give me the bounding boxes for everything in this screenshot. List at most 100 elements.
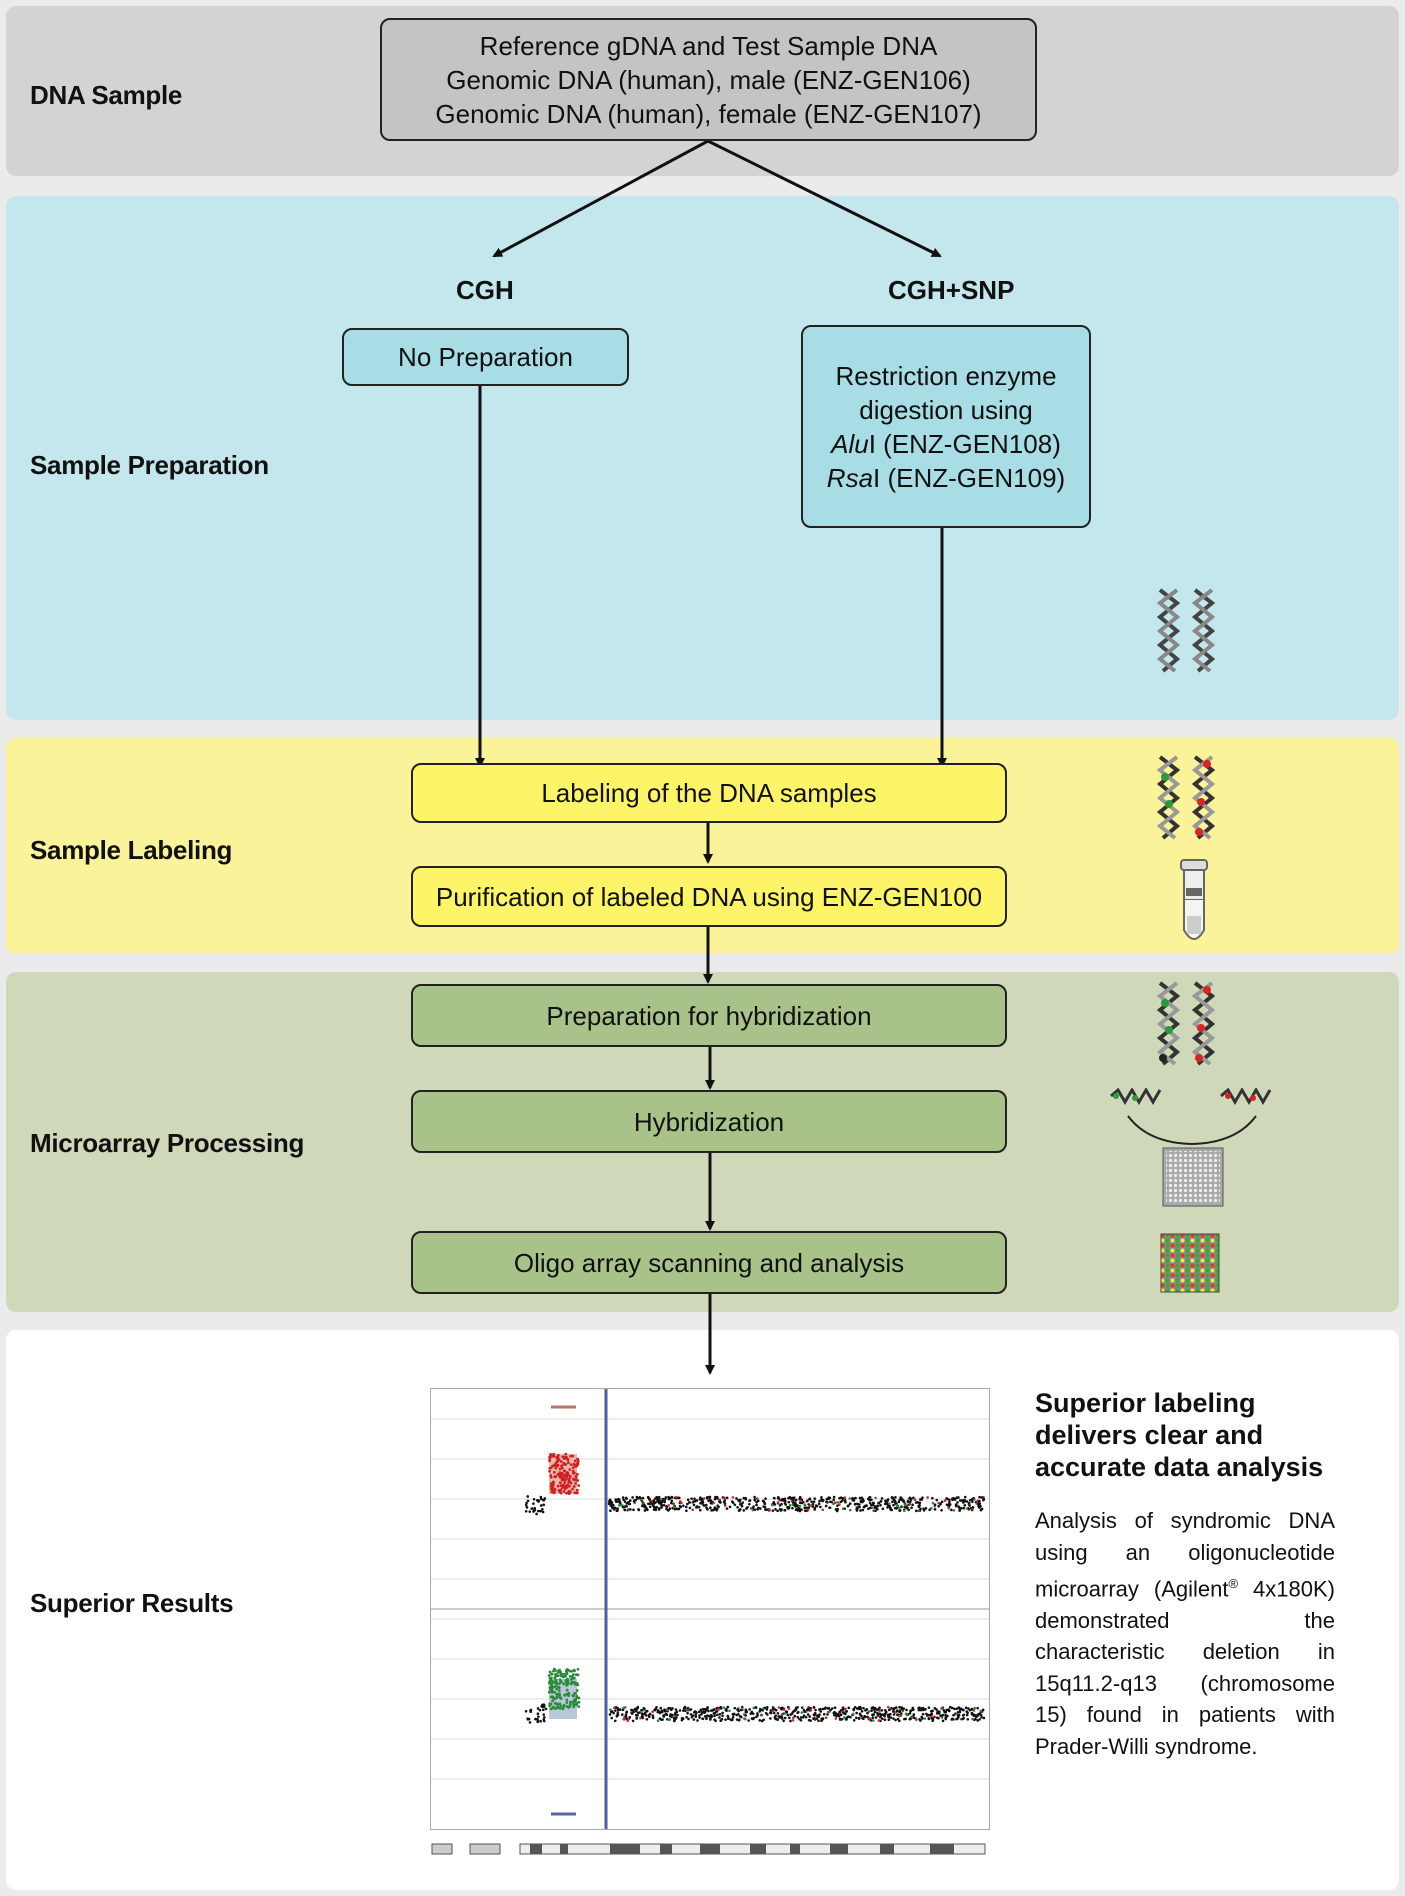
deletion-probe-dot bbox=[574, 1464, 578, 1468]
scanning-analysis-box: Oligo array scanning and analysis bbox=[411, 1231, 1007, 1294]
deletion-probe-dot bbox=[553, 1475, 557, 1479]
probe-dot bbox=[647, 1502, 650, 1506]
probe-dot bbox=[684, 1709, 687, 1712]
probe-dot bbox=[856, 1506, 859, 1510]
probe-dot bbox=[824, 1504, 828, 1508]
probe-dot bbox=[858, 1496, 862, 1500]
probe-dot bbox=[789, 1713, 792, 1716]
probe-dot bbox=[961, 1708, 964, 1711]
probe-dot bbox=[952, 1707, 956, 1711]
probe-dot bbox=[813, 1713, 816, 1717]
deletion-probe-dot bbox=[574, 1474, 578, 1478]
scanned-array-icon bbox=[1160, 1233, 1220, 1293]
probe-dot bbox=[918, 1501, 921, 1505]
probe-dot bbox=[722, 1706, 726, 1709]
probe-dot bbox=[834, 1508, 838, 1511]
deletion-probe-dot bbox=[573, 1676, 576, 1680]
probe-dot bbox=[731, 1496, 735, 1499]
probe-dot bbox=[725, 1709, 728, 1712]
probe-dot bbox=[948, 1705, 952, 1709]
probe-dot bbox=[755, 1497, 759, 1500]
deletion-probe-dot bbox=[570, 1675, 574, 1679]
probe-dot bbox=[609, 1710, 613, 1714]
probe-dot bbox=[622, 1498, 625, 1501]
deletion-probe-dot bbox=[569, 1481, 573, 1485]
probe-dot bbox=[771, 1509, 775, 1512]
probe-dot bbox=[608, 1713, 612, 1716]
probe-dot bbox=[694, 1715, 698, 1719]
probe-dot bbox=[944, 1710, 948, 1714]
probe-dot bbox=[744, 1714, 748, 1717]
probe-dot bbox=[786, 1713, 790, 1717]
probe-dot bbox=[819, 1710, 823, 1713]
probe-dot bbox=[740, 1503, 743, 1506]
probe-dot bbox=[715, 1507, 719, 1511]
probe-dot bbox=[820, 1717, 824, 1721]
probe-dot bbox=[648, 1497, 651, 1501]
probe-dot bbox=[665, 1708, 669, 1712]
superior-results-label: Superior Results bbox=[30, 1588, 234, 1618]
probe-dot bbox=[943, 1499, 947, 1503]
results-text-end: 4x180K) demonstrated the characteristic … bbox=[1035, 1576, 1335, 1759]
probe-dot bbox=[817, 1502, 821, 1506]
probe-dot bbox=[968, 1708, 972, 1712]
deletion-probe-dot bbox=[549, 1482, 553, 1486]
probe-dot bbox=[768, 1508, 771, 1511]
probe-dot bbox=[960, 1499, 963, 1502]
probe-dot bbox=[871, 1716, 874, 1720]
deletion-probe-dot bbox=[547, 1690, 551, 1694]
probe-dot bbox=[791, 1718, 795, 1722]
deletion-probe-dot bbox=[576, 1667, 580, 1671]
probe-dot bbox=[686, 1498, 690, 1502]
probe-dot bbox=[625, 1497, 628, 1501]
deletion-probe-dot bbox=[569, 1677, 573, 1681]
probe-dot bbox=[632, 1500, 636, 1503]
probe-dot bbox=[873, 1707, 876, 1710]
probe-dot bbox=[787, 1496, 790, 1500]
deletion-probe-dot bbox=[554, 1466, 558, 1470]
probe-dot bbox=[895, 1709, 899, 1713]
probe-dot bbox=[771, 1706, 775, 1709]
deletion-probe-dot bbox=[577, 1484, 581, 1487]
probe-dot bbox=[733, 1503, 737, 1507]
probe-dot bbox=[618, 1500, 622, 1504]
probe-dot bbox=[680, 1716, 684, 1720]
probe-dot bbox=[753, 1498, 757, 1502]
probe-dot bbox=[608, 1708, 612, 1711]
deletion-probe-dot bbox=[566, 1458, 570, 1462]
deletion-probe-dot bbox=[551, 1699, 555, 1703]
deletion-probe-dot bbox=[570, 1681, 574, 1685]
probe-dot bbox=[870, 1706, 874, 1710]
probe-dot bbox=[668, 1507, 672, 1510]
probe-dot bbox=[765, 1708, 769, 1711]
deletion-probe-dot bbox=[558, 1467, 562, 1471]
probe-dot bbox=[892, 1717, 895, 1720]
probe-dot bbox=[944, 1713, 947, 1717]
probe-dot bbox=[935, 1708, 938, 1711]
probe-dot bbox=[905, 1708, 908, 1712]
probe-dot bbox=[787, 1500, 791, 1504]
probe-dot bbox=[862, 1706, 865, 1710]
digestion-line-1: Restriction enzyme bbox=[835, 360, 1057, 391]
probe-dot bbox=[685, 1715, 688, 1719]
probe-dot bbox=[718, 1716, 721, 1719]
probe-dot bbox=[625, 1502, 629, 1505]
deletion-probe-dot bbox=[576, 1683, 580, 1687]
probe-dot bbox=[673, 1718, 676, 1721]
probe-dot bbox=[653, 1708, 656, 1712]
probe-dot bbox=[544, 1707, 548, 1711]
double-helix-icon bbox=[1156, 588, 1216, 673]
probe-dot bbox=[847, 1715, 850, 1718]
probe-dot bbox=[672, 1503, 675, 1506]
dna-source-line-3: Genomic DNA (human), female (ENZ-GEN107) bbox=[435, 98, 982, 129]
probe-dot bbox=[872, 1509, 875, 1513]
probe-dot bbox=[610, 1504, 613, 1507]
dna-sample-label: DNA Sample bbox=[30, 80, 183, 110]
probe-dot bbox=[978, 1505, 982, 1509]
probe-dot bbox=[863, 1504, 867, 1508]
probe-dot bbox=[665, 1505, 668, 1508]
probe-dot bbox=[618, 1708, 622, 1711]
probe-dot bbox=[617, 1498, 621, 1501]
deletion-probe-dot bbox=[556, 1457, 559, 1461]
probe-dot bbox=[976, 1719, 979, 1722]
